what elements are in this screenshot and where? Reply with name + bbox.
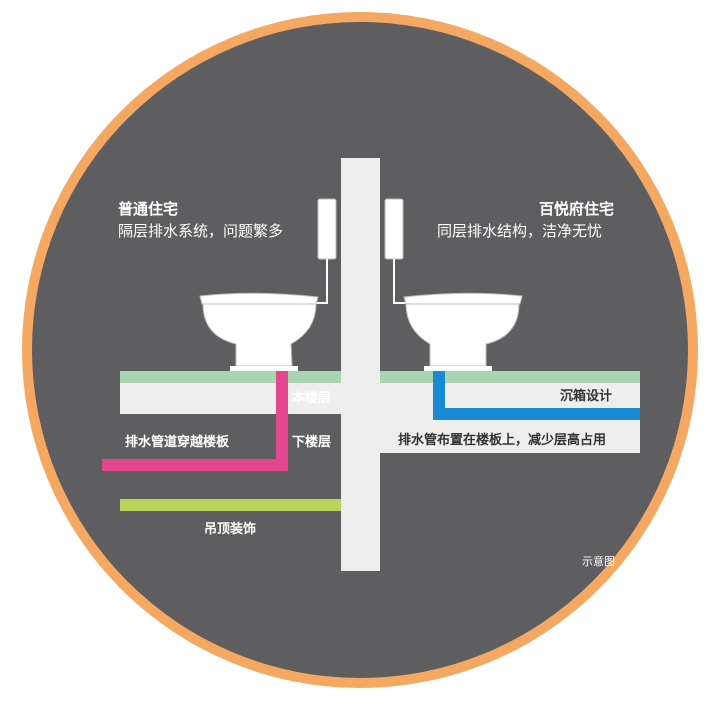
sunken-box-label: 沉箱设计 — [560, 389, 613, 404]
blue-drain-pipe — [433, 370, 640, 420]
right-flush-pipe — [393, 259, 409, 304]
left-subtitle: 隔层排水系统，问题繁多 — [118, 222, 284, 240]
left-floor-slab — [120, 383, 345, 414]
watermark-text: 翔悦百悦府 — [583, 670, 659, 688]
schematic-label: 示意图 — [582, 555, 615, 568]
right-title: 百悦府住宅 — [539, 200, 615, 218]
this-floor-label: 本楼层 — [292, 391, 332, 406]
right-subtitle: 同层排水结构，洁净无忧 — [437, 222, 603, 240]
left-cistern — [317, 198, 337, 260]
right-cistern — [384, 198, 404, 260]
right-floor-strip — [380, 371, 640, 383]
left-floor-strip — [120, 371, 345, 383]
ceiling-bar — [120, 499, 345, 511]
pipe-on-slab-label: 排水管布置在楼板上，减少层高占用 — [398, 433, 607, 448]
pink-drain-pipe — [102, 370, 288, 471]
lower-floor-label: 下楼层 — [292, 435, 332, 450]
ceiling-decoration-label: 吊顶装饰 — [204, 522, 257, 537]
left-title: 普通住宅 — [118, 200, 179, 218]
left-toilet — [199, 292, 319, 371]
pipe-through-slab-label: 排水管道穿越楼板 — [125, 435, 230, 450]
center-wall — [341, 158, 380, 571]
wechat-icon — [551, 669, 581, 693]
right-toilet — [403, 292, 523, 371]
left-flush-pipe — [312, 259, 328, 304]
